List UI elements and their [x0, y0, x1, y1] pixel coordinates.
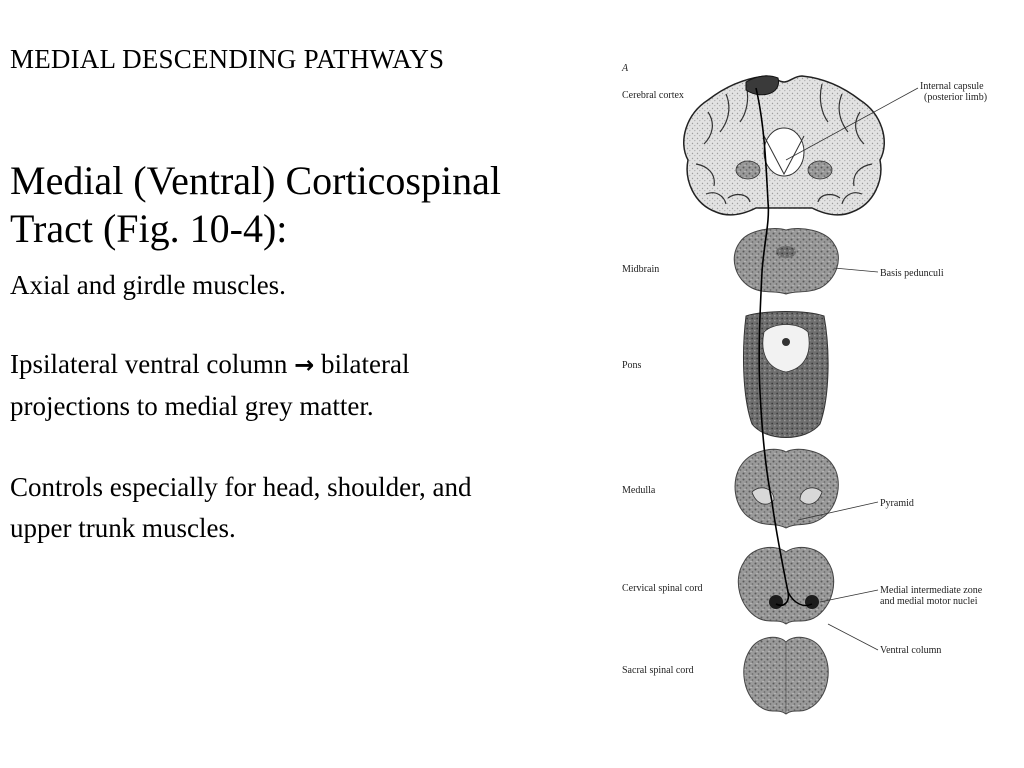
label-internal-capsule: Internal capsule — [920, 81, 984, 92]
hippocampal-folds — [727, 193, 841, 203]
internal-structures — [763, 135, 805, 176]
medulla-outline — [734, 448, 839, 529]
label-ventral-column: Ventral column — [880, 645, 941, 656]
tract-heading-line2: Tract (Fig. 10-4): — [10, 206, 288, 251]
label-cerebral-cortex: Cerebral cortex — [622, 90, 684, 101]
cerebral-cortex-section — [683, 75, 885, 216]
medulla-section — [734, 448, 839, 529]
cortex-sulci — [695, 83, 873, 205]
axial-muscles-text: Axial and girdle muscles. — [10, 270, 286, 300]
bilateral-projection — [787, 591, 813, 607]
right-arrow-icon: → — [294, 351, 315, 379]
ventricles — [763, 127, 805, 177]
label-cervical-cord: Cervical spinal cord — [622, 583, 703, 594]
ipsilateral-text: Ipsilateral ventral column — [10, 349, 288, 379]
label-midbrain: Midbrain — [622, 264, 659, 275]
label-medial-motor-nuclei: and medial motor nuclei — [880, 596, 978, 607]
label-pons: Pons — [622, 360, 642, 371]
label-medulla: Medulla — [622, 485, 656, 496]
midbrain-outline — [733, 228, 839, 295]
pons-section — [743, 311, 829, 438]
controls-line2: upper trunk muscles. — [10, 513, 236, 543]
left-thalamic-nucleus — [735, 160, 761, 180]
sacral-cord-section — [743, 636, 829, 715]
motor-cortex-highlight — [745, 75, 779, 96]
bilateral-text: bilateral — [321, 349, 410, 379]
corticospinal-pathway — [755, 87, 790, 607]
tract-heading-line1: Medial (Ventral) Corticospinal — [10, 158, 501, 203]
controls-line1: Controls especially for head, shoulder, … — [10, 472, 472, 502]
controls-paragraph: Controls especially for head, shoulder, … — [10, 467, 610, 549]
pons-nucleus-mark — [782, 338, 790, 346]
label-pyramid: Pyramid — [880, 498, 914, 509]
slide-title: MEDIAL DESCENDING PATHWAYS — [10, 44, 445, 74]
fourth-ventricle — [762, 324, 810, 373]
midbrain-tegmentum — [776, 246, 796, 258]
right-medial-motor-nucleus — [805, 595, 819, 609]
corticospinal-figure: A — [616, 52, 1000, 724]
ipsilateral-line2: projections to medial grey matter. — [10, 391, 374, 421]
label-sacral-cord: Sacral spinal cord — [622, 665, 694, 676]
label-basis-pedunculi: Basis pedunculi — [880, 268, 944, 279]
leader-lines — [785, 87, 919, 651]
panel-letter: A — [621, 63, 629, 74]
ipsilateral-line1: Ipsilateral ventral column → bilateral — [10, 344, 610, 386]
label-internal-capsule-sub: (posterior limb) — [924, 92, 987, 103]
midbrain-section — [733, 228, 839, 295]
figure-drawing: A — [621, 63, 987, 715]
ipsilateral-paragraph: Ipsilateral ventral column → bilateral p… — [10, 344, 610, 427]
tract-heading: Medial (Ventral) Corticospinal Tract (Fi… — [10, 157, 600, 253]
left-medial-motor-nucleus — [769, 595, 783, 609]
label-medial-intermediate-zone: Medial intermediate zone — [880, 585, 983, 596]
right-thalamic-nucleus — [807, 160, 833, 180]
